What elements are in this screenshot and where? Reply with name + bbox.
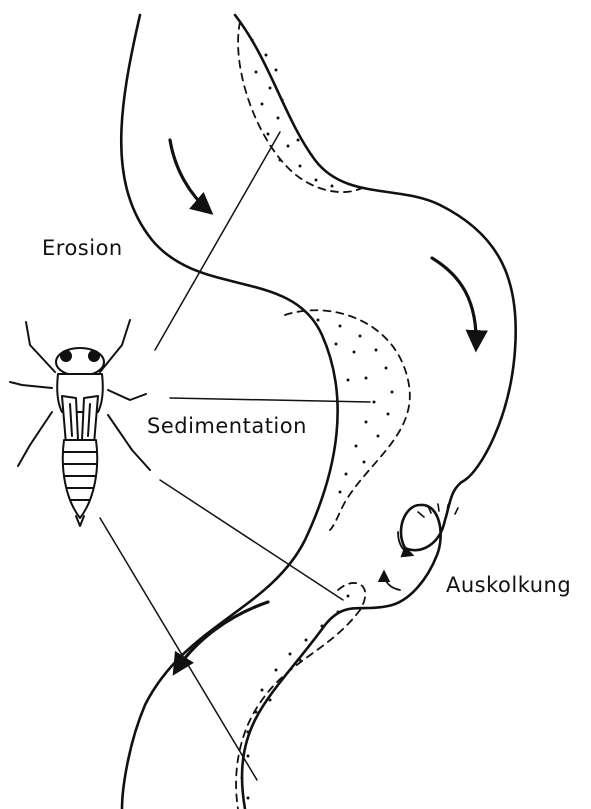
flow-arrow-3 — [175, 602, 268, 672]
right-bank — [235, 15, 516, 809]
sediment-dots-middle — [317, 319, 394, 494]
pointer-lines — [100, 132, 370, 780]
label-erosion: Erosion — [42, 236, 123, 260]
sediment-dots-bottom — [241, 595, 350, 800]
flow-arrow-2 — [432, 258, 476, 348]
label-sedimentation: Sedimentation — [147, 414, 307, 438]
label-auskolkung: Auskolkung — [446, 573, 571, 597]
left-bank — [121, 15, 337, 809]
sediment-bar-bottom — [236, 583, 365, 809]
dragonfly-larva-icon — [10, 320, 150, 526]
flow-arrow-1 — [170, 140, 210, 212]
scour-arrow-2 — [384, 572, 400, 590]
